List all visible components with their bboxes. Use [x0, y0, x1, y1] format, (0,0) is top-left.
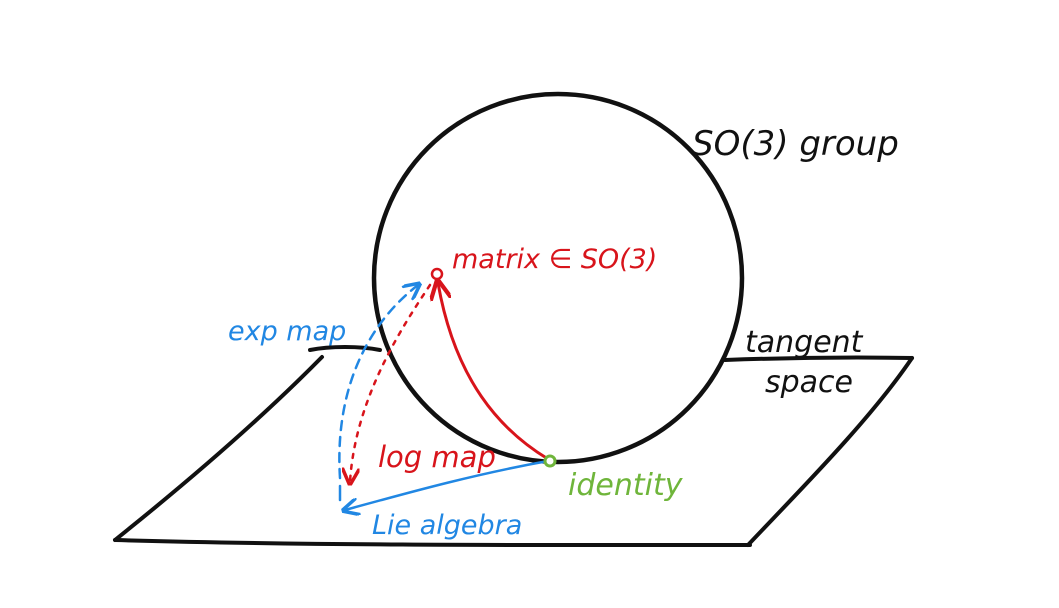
plane-back-right-edge: [723, 355, 914, 362]
exp-map-label: exp map: [228, 316, 346, 347]
tangent-label: tangent: [745, 325, 864, 360]
identity-label: identity: [568, 468, 684, 503]
exp-map-arrow: [338, 285, 418, 480]
matrix-label: matrix ∈ SO(3): [452, 244, 657, 275]
lie-algebra-arrow: [345, 459, 550, 510]
plane-back-left-edge: [308, 345, 382, 352]
log-map-arrow: [350, 283, 432, 482]
log-map-label: log map: [378, 440, 496, 474]
plane-front-edge: [113, 538, 752, 548]
lie-algebra-label: Lie algebra: [372, 510, 522, 541]
matrix-point: [430, 267, 444, 281]
so3-sphere: [371, 91, 745, 465]
tangent-plane: [113, 345, 914, 548]
identity-point: [543, 454, 557, 468]
group-label: SO(3) group: [692, 124, 899, 164]
plane-left-edge: [113, 355, 324, 542]
plane-right-edge: [746, 356, 914, 547]
geodesic-arrow: [438, 283, 550, 461]
space-label: space: [765, 365, 853, 400]
